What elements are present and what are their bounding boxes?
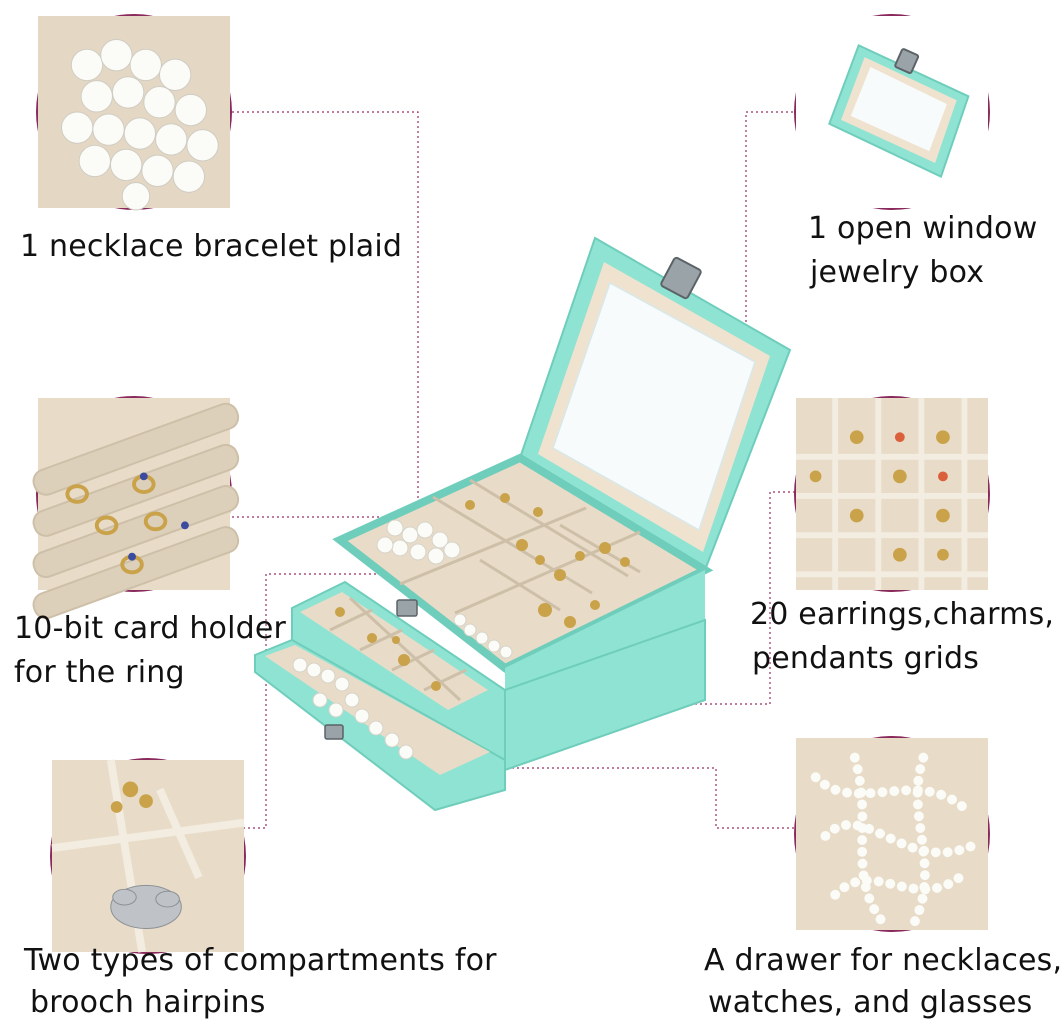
drawer-label-line2: watches, and glasses [708,985,1033,1020]
compartments-label-line2: brooch hairpins [30,985,266,1020]
jewelry-box-illustration [254,236,792,812]
open-window-circle [794,14,990,210]
ring-holder-circle [32,396,240,620]
earring-grids-label-line1: 20 earrings,charms, [750,597,1055,632]
compartments-label-line1: Two types of compartments for [24,943,497,978]
jewelry-box-icon [796,16,988,208]
earring-grid-icon [796,398,988,590]
open-window-label-line2: jewelry box [810,255,985,290]
earring-grid-circle [794,396,990,592]
pearl-drawer-circle [794,736,990,932]
ring-holder-label-line1: 10-bit card holder [14,611,287,646]
pearl-necklace-icon [38,16,230,211]
necklace-bracelet-plaid-label: 1 necklace bracelet plaid [20,229,403,264]
open-window-label-line1: 1 open window [808,211,1038,246]
pearl-drawer-icon [796,738,988,930]
earring-grids-label-line2: pendants grids [752,641,980,676]
brooch-compartment-icon [51,759,245,953]
brooch-compartment-circle [50,758,246,954]
pearl-necklace-circle [36,14,232,211]
ring-holder-label-line2: for the ring [14,655,185,690]
drawer-label-line1: A drawer for necklaces, [704,943,1062,978]
ring-holder-icon [32,398,240,620]
